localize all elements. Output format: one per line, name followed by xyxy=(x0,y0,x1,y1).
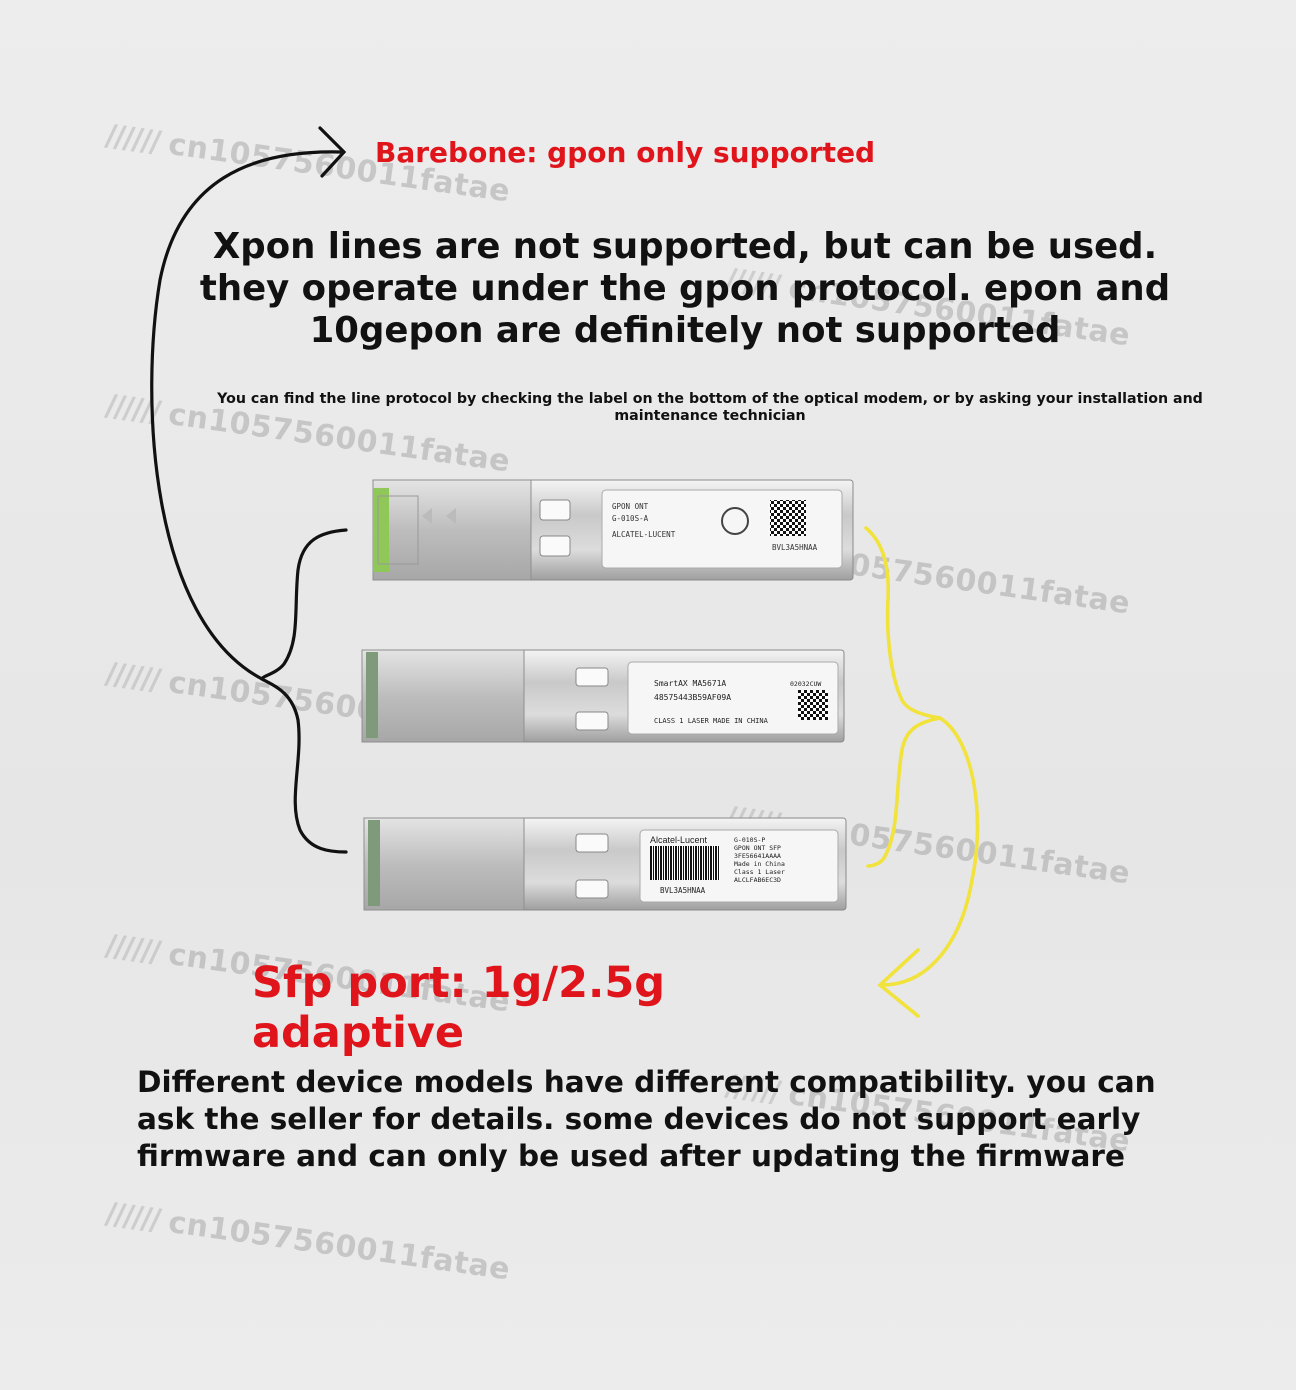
module-serial-text: BVL3A5HNAA xyxy=(660,886,706,895)
module-label-text: Class 1 Laser xyxy=(734,868,785,876)
qr-code xyxy=(770,500,806,536)
module-label xyxy=(627,661,839,735)
module-label-text: GPON ONT xyxy=(612,502,649,511)
end-cap xyxy=(366,652,378,738)
sfp-module-2: SmartAX MA5671A 02032CUW 48575443B59AF09… xyxy=(361,649,845,743)
sfp-module-3: Alcatel-Lucent G-010S-P GPON ONT SFP 3FE… xyxy=(363,817,847,911)
barcode xyxy=(650,846,720,880)
sfp-module-1: GPON ONT G-010S-A ALCATEL-LUCENT BVL3A5H… xyxy=(372,479,854,581)
compatibility-note: Different device models have different c… xyxy=(137,1065,1156,1173)
module-label-text: 48575443B59AF09A xyxy=(654,693,731,702)
module-label-text: G-010S-P xyxy=(734,836,765,844)
certification-mark xyxy=(721,507,749,535)
barebone-note: Barebone: gpon only supported xyxy=(375,136,876,169)
module-label-text: ALCLFAB6EC3D xyxy=(734,876,781,884)
label-hint: You can find the line protocol by checki… xyxy=(217,391,1203,424)
module-label-text: Alcatel-Lucent xyxy=(650,835,708,845)
module-serial-text: BVL3A5HNAA xyxy=(772,543,818,552)
module-label-text: 3FE56641AAAA xyxy=(734,852,781,860)
end-cap xyxy=(368,820,380,906)
qr-code xyxy=(798,690,828,720)
module-label-text: CLASS 1 LASER MADE IN CHINA xyxy=(654,717,769,725)
sfp-port-note: Sfp port: 1g/2.5g adaptive xyxy=(252,958,666,1058)
module-label-text: SmartAX MA5671A xyxy=(654,679,726,688)
module-label-text: Made in China xyxy=(734,860,785,868)
module-label-text: G-010S-A xyxy=(612,514,649,523)
latch-green xyxy=(373,488,389,572)
yellow-bracket-arrow xyxy=(864,526,980,1018)
module-label-text: GPON ONT SFP xyxy=(734,844,781,852)
black-bracket-arrow xyxy=(150,126,348,854)
module-label-text: ALCATEL-LUCENT xyxy=(612,530,676,539)
protocol-note: Xpon lines are not supported, but can be… xyxy=(199,226,1171,351)
module-label-text: 02032CUW xyxy=(790,680,821,688)
